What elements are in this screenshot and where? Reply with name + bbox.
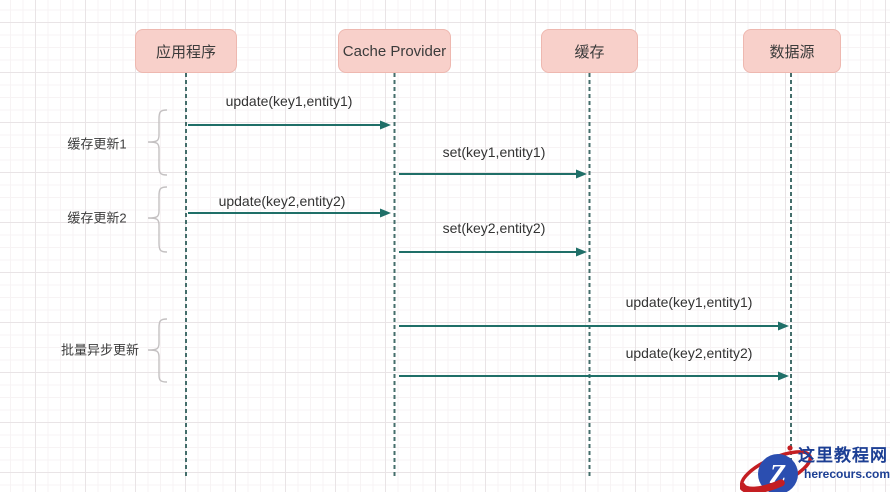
watermark: Z 这里教程网 herecours.com <box>738 443 890 492</box>
message-label: update(key1,entity1) <box>625 294 753 310</box>
group-label-batch-async-update: 批量异步更新 <box>60 342 140 358</box>
group-brace-3 <box>147 318 168 383</box>
actor-box-datasource: 数据源 <box>743 29 841 73</box>
message-label: set(key2,entity2) <box>442 220 546 236</box>
actor-box-cache-provider: Cache Provider <box>338 29 451 73</box>
actor-label-datasource: 数据源 <box>769 43 815 61</box>
actor-label-cache-provider: Cache Provider <box>342 42 447 60</box>
group-label-cache-update-1: 缓存更新1 <box>67 136 127 152</box>
actor-box-app: 应用程序 <box>135 29 237 73</box>
watermark-site-name: 这里教程网 <box>798 446 888 465</box>
actor-box-cache: 缓存 <box>541 29 638 73</box>
message-label: update(key2,entity2) <box>625 345 753 361</box>
watermark-site-url: herecours.com <box>804 467 890 481</box>
group-label-cache-update-2: 缓存更新2 <box>67 210 127 226</box>
group-brace-1 <box>147 109 168 176</box>
message-label: update(key1,entity1) <box>225 93 353 109</box>
actor-label-app: 应用程序 <box>155 43 216 61</box>
message-label: update(key2,entity2) <box>218 193 346 209</box>
actor-label-cache: 缓存 <box>574 43 605 61</box>
watermark-logo-icon: Z <box>738 445 812 492</box>
group-brace-2 <box>147 186 168 253</box>
message-label: set(key1,entity1) <box>442 144 546 160</box>
